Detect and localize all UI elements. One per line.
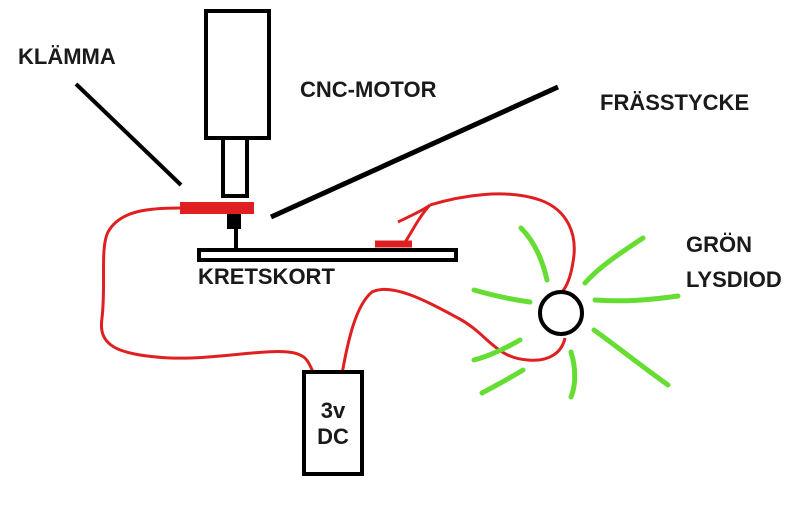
led-ray-left-upper (471, 287, 533, 305)
led-glow-rays (471, 225, 681, 400)
clamp-bar (180, 202, 254, 214)
battery-label-line2: DC (317, 424, 349, 449)
led-ray-left-lower (471, 337, 523, 363)
clamp-pointer-line (74, 82, 183, 187)
milling-piece-pointer-line (269, 84, 560, 220)
wire-battery-to-led (340, 287, 567, 375)
led-circle (538, 290, 584, 336)
battery-box (302, 370, 364, 476)
led-label-line2: LYSDIOD (686, 267, 782, 292)
led-ray-right-upper (592, 293, 681, 304)
wire-probe-to-led (397, 192, 576, 293)
led-ray-right-lower (591, 327, 671, 388)
led-ray-bottom-left (479, 367, 526, 396)
led-ray-top-right (582, 235, 646, 286)
wire-clamp-to-battery (99, 206, 316, 375)
milling-piece-label: FRÄSSTYCKE (600, 90, 749, 115)
led-ray-bottom (568, 349, 578, 400)
clamp-label: KLÄMMA (18, 44, 116, 69)
led-ray-top-left (518, 225, 550, 283)
cnc-spindle (221, 136, 249, 198)
circuit-board-label: KRETSKORT (198, 264, 335, 289)
battery-label-line1: 3v (321, 398, 346, 423)
cnc-motor-body (204, 9, 271, 140)
circuit-board (197, 248, 458, 262)
led-label-line1: GRÖN (686, 232, 752, 257)
cnc-tool-bit (227, 213, 241, 229)
cnc-motor-label: CNC-MOTOR (300, 77, 437, 102)
